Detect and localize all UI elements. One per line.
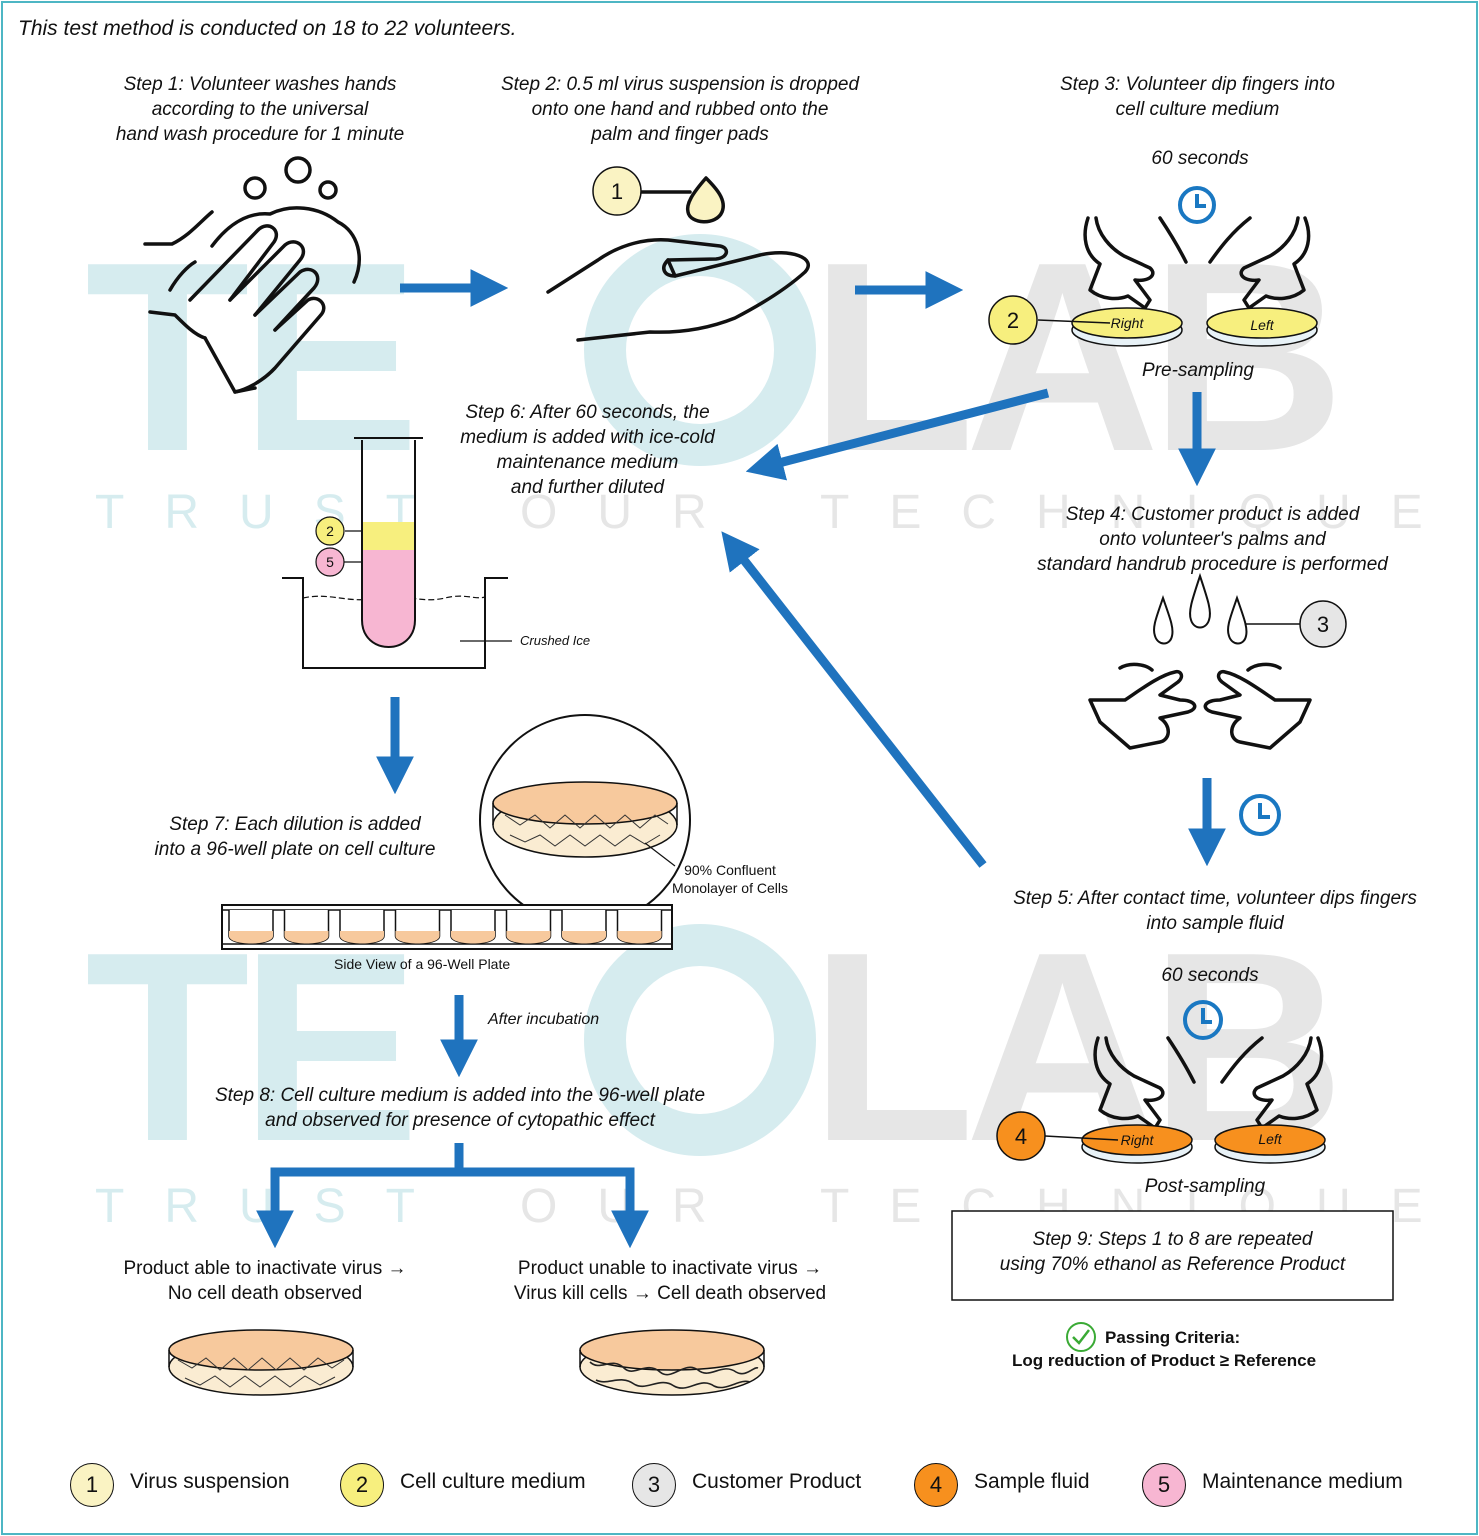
legend-badge: 4 [914, 1463, 958, 1507]
step2-caption: Step 2: 0.5 ml virus suspension is dropp… [500, 74, 860, 145]
dead-cells-dish [579, 1329, 765, 1396]
step3-caption: Step 3: Volunteer dip fingers into cell … [1060, 74, 1335, 120]
right-dish-label: Right [1110, 315, 1144, 331]
tube-in-ice-bath-icon: 2 5 [282, 437, 512, 669]
passing-criteria-title: Passing Criteria: [1105, 1328, 1241, 1347]
well-culture-medium [617, 931, 662, 944]
crushed-ice-label: Crushed Ice [520, 633, 591, 648]
step9-caption: Step 9: Steps 1 to 8 are repeated using … [999, 1229, 1346, 1275]
timer-label-2: 60 seconds [1161, 965, 1259, 986]
well-plate-icon [221, 714, 691, 950]
outcome-unable: Product unable to inactivate virus → Vir… [513, 1258, 827, 1304]
plate-side-view-label: Side View of a 96-Well Plate [334, 956, 511, 972]
svg-text:OUR: OUR [520, 486, 747, 539]
passing-criteria-rule: Log reduction of Product ≥ Reference [1012, 1351, 1317, 1370]
legend-label: Cell culture medium [400, 1470, 586, 1493]
svg-text:4: 4 [1015, 1124, 1027, 1149]
plate-wells [228, 910, 663, 945]
svg-text:TECHNIQUE: TECHNIQUE [820, 486, 1463, 539]
badge-5 [315, 547, 345, 577]
clock-icon [1239, 794, 1281, 836]
svg-text:LAB: LAB [810, 207, 1336, 508]
arrow-step5-to-step6 [721, 531, 987, 868]
legend-badge: 2 [340, 1463, 384, 1507]
intact-cells-dish [168, 1329, 354, 1396]
step4-caption: Step 4: Customer product is added onto v… [1037, 504, 1388, 575]
arrow-step3-to-step6 [745, 388, 1050, 481]
svg-text:2: 2 [326, 523, 334, 539]
svg-text:1: 1 [611, 179, 623, 204]
legend-badge: 1 [70, 1463, 114, 1507]
step9-box [951, 1210, 1394, 1301]
svg-text:TE: TE [85, 207, 413, 508]
svg-text:TRUST: TRUST [95, 1180, 455, 1233]
well-culture-medium [340, 931, 384, 944]
timer-label-1: 60 seconds [1151, 148, 1249, 169]
well-culture-medium [229, 931, 273, 944]
step5-caption: Step 5: After contact time, volunteer di… [1013, 888, 1417, 934]
legend-label: Sample fluid [974, 1470, 1090, 1493]
clock-icon [1178, 186, 1216, 224]
step7-caption: Step 7: Each dilution is added into a 96… [154, 814, 436, 860]
arrow-step8-branch [256, 1143, 464, 1249]
well-culture-medium [451, 931, 495, 944]
legend-badge: 3 [632, 1463, 676, 1507]
svg-text:5: 5 [326, 554, 334, 570]
svg-text:3: 3 [1317, 612, 1329, 637]
after-incubation-label: After incubation [488, 1011, 600, 1028]
badge-2 [315, 516, 345, 546]
pre-sampling-label: Pre-sampling [1142, 360, 1254, 381]
step1-caption: Step 1: Volunteer washes hands according… [115, 74, 405, 145]
right-dish-label: Right [1120, 1132, 1154, 1148]
badge-2 [988, 295, 1038, 345]
confluent-monolayer-label: 90% Confluent Monolayer of Cells [672, 862, 788, 896]
flow-arrows [256, 269, 1226, 1249]
outcome-able: Product able to inactivate virus → No ce… [123, 1258, 407, 1304]
svg-text:2: 2 [1007, 308, 1019, 333]
hand-with-virus-drop-icon [546, 176, 810, 342]
well-culture-medium [395, 931, 440, 944]
left-dish-label: Left [1258, 1131, 1282, 1147]
legend-label: Maintenance medium [1202, 1470, 1403, 1493]
hands-dipping-postsampling-icon: 4 [996, 1000, 1326, 1164]
badge-1: 1 [592, 166, 642, 216]
check-icon [1066, 1322, 1096, 1352]
left-dish-label: Left [1250, 317, 1274, 333]
hands-dipping-presampling-icon: 2 [988, 186, 1318, 347]
post-sampling-label: Post-sampling [1144, 1176, 1266, 1197]
legend-label: Customer Product [692, 1470, 862, 1493]
product-drops-handrub-icon: 3 [1088, 572, 1347, 750]
step8-caption: Step 8: Cell culture medium is added int… [214, 1085, 706, 1131]
badge-3 [1299, 600, 1347, 648]
legend-badge: 5 [1142, 1463, 1186, 1507]
step6-caption: Step 6: After 60 seconds, the medium is … [460, 402, 715, 498]
well-culture-medium [506, 931, 551, 944]
well-culture-medium [284, 931, 329, 944]
clock-icon [1183, 1000, 1223, 1040]
washing-hands-icon [143, 156, 361, 394]
arrow-step8-branch-right [459, 1167, 649, 1249]
cell-dish [492, 781, 678, 858]
legend-label: Virus suspension [130, 1470, 290, 1493]
test-method-note: This test method is conducted on 18 to 2… [18, 17, 517, 40]
badge-4 [996, 1111, 1046, 1161]
well-culture-medium [562, 931, 606, 944]
